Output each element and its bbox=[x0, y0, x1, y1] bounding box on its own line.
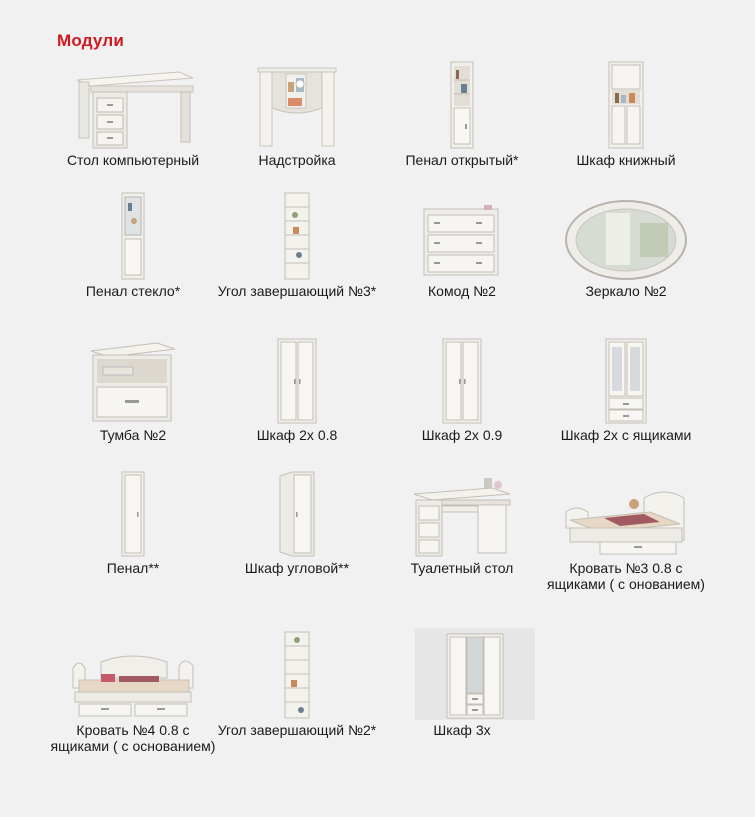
corner-wardrobe-icon bbox=[212, 465, 382, 558]
product-label: Стол компьютерный bbox=[66, 152, 200, 168]
product-corner-shelf-3[interactable]: Угол завершающий №3* bbox=[212, 188, 382, 299]
bookcase-icon bbox=[541, 58, 711, 150]
product-label: Пенал стекло* bbox=[85, 283, 181, 299]
product-label: Шкаф 2х 0.8 bbox=[256, 427, 338, 443]
hutch-icon bbox=[212, 58, 382, 150]
narrow-cabinet-icon bbox=[48, 465, 218, 558]
product-label: Угол завершающий №3* bbox=[217, 283, 377, 299]
vanity-table-icon bbox=[377, 465, 547, 558]
product-label: Угол завершающий №2* bbox=[217, 722, 377, 738]
product-wardrobe-2-08[interactable]: Шкаф 2х 0.8 bbox=[212, 334, 382, 443]
corner-shelf-icon bbox=[212, 188, 382, 281]
product-bed-4[interactable]: Кровать №4 0.8 с ящиками ( с основанием) bbox=[48, 628, 218, 754]
product-corner-shelf-2[interactable]: Угол завершающий №2* bbox=[212, 628, 382, 738]
wardrobe-drawers-icon bbox=[541, 334, 711, 425]
product-label: Шкаф 3х bbox=[433, 722, 491, 738]
sofa-bed-icon bbox=[48, 628, 218, 720]
product-label: Шкаф книжный bbox=[576, 152, 676, 168]
product-label: Пенал** bbox=[106, 560, 160, 576]
wardrobe-icon bbox=[377, 334, 547, 425]
open-cabinet-icon bbox=[377, 58, 547, 150]
product-label: Шкаф 2х 0.9 bbox=[421, 427, 503, 443]
nightstand-icon bbox=[48, 334, 218, 425]
section-title: Модули bbox=[57, 31, 125, 50]
product-glass-cabinet[interactable]: Пенал стекло* bbox=[48, 188, 218, 299]
product-label: Кровать №3 0.8 с ящиками ( с онованием) bbox=[547, 560, 705, 592]
product-label: Зеркало №2 bbox=[585, 283, 667, 299]
glass-cabinet-icon bbox=[48, 188, 218, 281]
product-wardrobe-3[interactable]: Шкаф 3х bbox=[377, 628, 547, 738]
mirror-icon bbox=[541, 188, 711, 281]
dresser-icon bbox=[377, 188, 547, 281]
bed-icon bbox=[541, 465, 711, 558]
product-label: Шкаф угловой** bbox=[244, 560, 350, 576]
product-vanity-table[interactable]: Туалетный стол bbox=[377, 465, 547, 576]
product-corner-wardrobe[interactable]: Шкаф угловой** bbox=[212, 465, 382, 576]
wardrobe-icon bbox=[212, 334, 382, 425]
product-label: Пенал открытый* bbox=[405, 152, 519, 168]
corner-shelf-icon bbox=[212, 628, 382, 720]
product-mirror[interactable]: Зеркало №2 bbox=[541, 188, 711, 299]
product-label: Комод №2 bbox=[428, 283, 496, 299]
product-nightstand[interactable]: Тумба №2 bbox=[48, 334, 218, 443]
product-computer-desk[interactable]: Стол компьютерный bbox=[48, 58, 218, 168]
product-hutch[interactable]: Надстройка bbox=[212, 58, 382, 168]
product-label: Кровать №4 0.8 с ящиками ( с основанием) bbox=[50, 722, 216, 754]
wardrobe-3-door-icon bbox=[414, 628, 535, 720]
product-label: Тумба №2 bbox=[99, 427, 167, 443]
computer-desk-icon bbox=[48, 58, 218, 150]
product-bed-3[interactable]: Кровать №3 0.8 с ящиками ( с онованием) bbox=[541, 465, 711, 592]
product-wardrobe-drawers[interactable]: Шкаф 2х с ящиками bbox=[541, 334, 711, 443]
product-dresser[interactable]: Комод №2 bbox=[377, 188, 547, 299]
product-wardrobe-2-09[interactable]: Шкаф 2х 0.9 bbox=[377, 334, 547, 443]
product-open-cabinet[interactable]: Пенал открытый* bbox=[377, 58, 547, 168]
product-label: Надстройка bbox=[258, 152, 336, 168]
product-label: Туалетный стол bbox=[410, 560, 514, 576]
product-bookcase[interactable]: Шкаф книжный bbox=[541, 58, 711, 168]
product-narrow-cabinet[interactable]: Пенал** bbox=[48, 465, 218, 576]
product-label: Шкаф 2х с ящиками bbox=[560, 427, 692, 443]
